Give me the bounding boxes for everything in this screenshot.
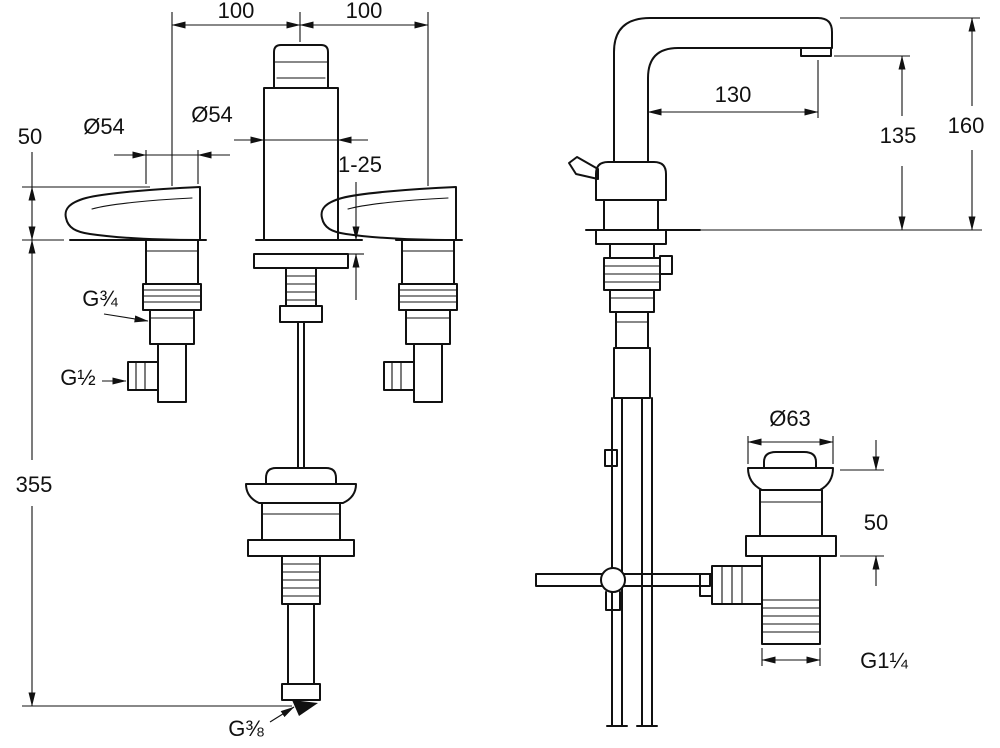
view-three-hole-mixer: 100 100 Ø54 Ø54 50 1-25 G¾ G½ 355 G⅜ (16, 0, 463, 741)
dim-label-handle-height: 50 (18, 124, 42, 149)
valve-mid (149, 309, 195, 345)
spout-nozzle-rings (273, 61, 329, 79)
tail-threads (761, 599, 821, 633)
spout (263, 44, 339, 241)
lever (64, 186, 201, 241)
waste-body (261, 502, 341, 541)
dim-label-below-deck: 355 (16, 472, 53, 497)
thread-lines (285, 275, 317, 301)
dim-label-handle-diameter: Ø54 (83, 114, 125, 139)
thread-label-waste: G1¼ (860, 648, 908, 673)
leader-arrow (103, 313, 149, 323)
dim-label-spacing-right: 100 (346, 0, 383, 23)
thread-label-outlet: G½ (60, 365, 95, 390)
handle-lever (568, 156, 599, 180)
mixer-head (595, 161, 667, 201)
thread-label-hose: G⅜ (228, 716, 264, 741)
extension-line (761, 648, 821, 666)
spout-locknut (279, 305, 323, 323)
spout-nozzle (273, 44, 329, 89)
shank-upper (609, 243, 655, 259)
spout-shank (253, 253, 349, 469)
waste-upper-flange (245, 483, 357, 504)
valve-lower (157, 343, 187, 403)
linkage-stem (605, 591, 621, 611)
hose-clip (604, 449, 618, 467)
pop-up-waste (245, 467, 357, 716)
waste-lower-flange (247, 539, 355, 557)
valve-nut (142, 283, 202, 311)
spout-flange (253, 253, 349, 269)
side-fitting (711, 565, 763, 605)
hose-end (292, 700, 318, 716)
body-sides (603, 199, 659, 231)
waste-body (759, 489, 823, 537)
shank-lower (609, 289, 655, 313)
waste-tube (287, 603, 315, 685)
side-fitting-stub (699, 573, 713, 597)
side-fitting-lines (721, 565, 743, 605)
dim-label-spacing-left: 100 (218, 0, 255, 23)
view-single-hole-mixer: 130 135 160 Ø63 50 G1¼ (535, 17, 985, 727)
aerator (800, 47, 832, 57)
dim-label-waste-height: 50 (864, 510, 888, 535)
valve-side-port (127, 361, 159, 391)
spout-body (263, 87, 339, 241)
waste-plug (265, 467, 337, 485)
dim-label-outlet-height: 135 (880, 123, 917, 148)
hose-nut (281, 683, 321, 701)
lever-detail (91, 197, 193, 210)
thread-label-shank: G¾ (82, 286, 118, 311)
lift-rod (297, 321, 305, 469)
extension-line (171, 12, 429, 186)
lower-body (613, 347, 651, 399)
nut-lines (603, 265, 661, 283)
dim-label-waste-diameter: Ø63 (769, 406, 811, 431)
spout-tube (613, 17, 833, 163)
waste-assembly (699, 451, 837, 645)
dim-label-reach: 130 (715, 82, 752, 107)
handle-left (64, 186, 202, 403)
dim-label-deck-range: 1-25 (338, 152, 382, 177)
dimensions-left-view (22, 12, 429, 723)
supply-hoses (611, 397, 653, 727)
extension-line (22, 186, 150, 241)
faucet (535, 17, 833, 727)
handle-right (320, 186, 458, 403)
valve-body (145, 239, 199, 285)
dim-label-spout-diameter: Ø54 (191, 102, 233, 127)
leader-arrow (269, 706, 295, 723)
side-port-lines (135, 361, 146, 391)
waste-upper-flange (747, 467, 834, 491)
linkage-knob (600, 567, 626, 593)
dimensions-right-view (647, 17, 982, 666)
dim-label-total-height: 160 (948, 113, 985, 138)
transition (615, 311, 649, 349)
waste-plug (763, 451, 817, 469)
waste-lower-flange (745, 535, 837, 557)
side-stud (659, 255, 673, 275)
valve-nut-lines (142, 289, 202, 303)
tailpipe-threads (281, 563, 321, 597)
base-flange (595, 229, 667, 245)
extension-line (747, 436, 834, 464)
